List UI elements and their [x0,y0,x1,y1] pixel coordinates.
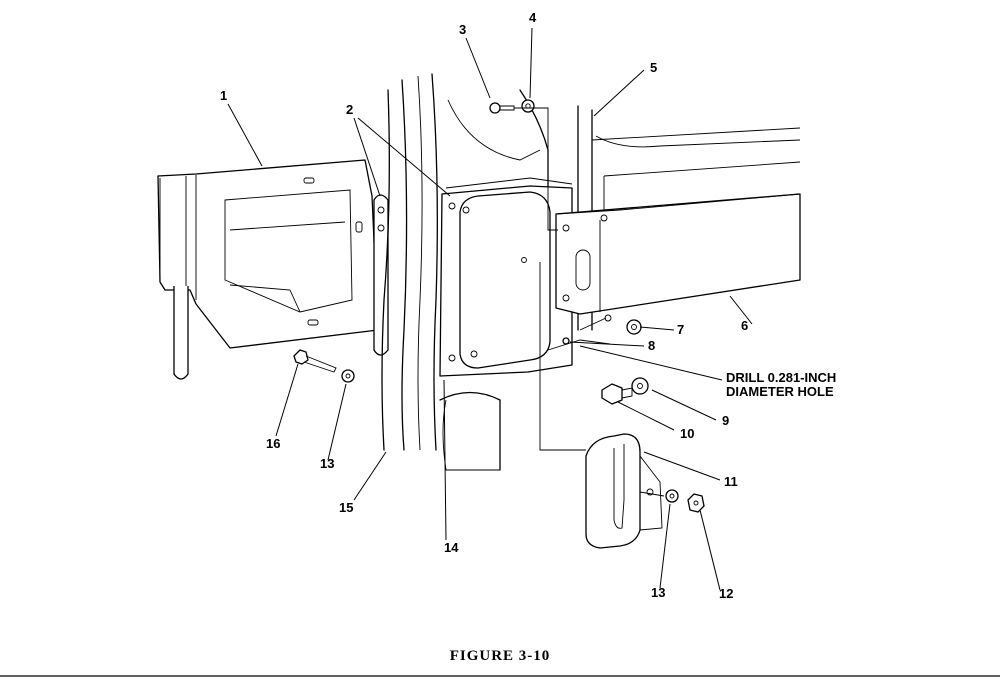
alignment-lines [514,107,665,497]
figure-caption: FIGURE 3-10 [450,648,551,664]
drill-note-line-2: DIAMETER HOLE [726,384,834,399]
part-2-hinge-bracket [373,194,389,356]
part-12-nut [687,493,705,513]
drill-note-line-1: DRILL 0.281-INCH [726,370,836,385]
callout-3: 3 [459,22,466,37]
part-15-pillar [381,73,549,471]
callout-2: 2 [346,102,353,117]
callout-4: 4 [529,10,537,25]
callout-13-left: 13 [320,456,334,471]
part-14-mounting-plate [439,177,573,377]
part-11-latch-bracket [585,433,663,549]
callout-14: 14 [444,540,459,555]
callout-13-right: 13 [651,585,665,600]
callout-9: 9 [722,413,729,428]
callout-16: 16 [266,436,280,451]
part-8-hole-marker [562,337,570,345]
leader-lines [227,27,753,591]
part-3-screw [489,102,515,114]
callout-15: 15 [339,500,353,515]
callout-6: 6 [741,318,748,333]
drill-note: DRILL 0.281-INCH DIAMETER HOLE [726,370,836,399]
callout-labels: 1 2 3 4 5 6 7 8 9 10 11 12 13 13 14 15 1… [220,10,748,601]
part-13-washer-right [665,489,679,503]
part-10-bolt [601,383,633,405]
part-9-washer [631,377,649,395]
callout-12: 12 [719,586,733,601]
callout-5: 5 [650,60,657,75]
part-5-6-body-rail [555,105,801,331]
part-1-door-assembly [157,159,379,380]
callout-1: 1 [220,88,227,103]
callout-10: 10 [680,426,694,441]
part-13-washer-left [341,369,355,383]
part-16-bolt [293,349,337,373]
part-4-washer [521,99,535,113]
callout-8: 8 [648,338,655,353]
part-7-nut [626,319,642,335]
callout-7: 7 [677,322,684,337]
callout-11: 11 [724,474,738,489]
